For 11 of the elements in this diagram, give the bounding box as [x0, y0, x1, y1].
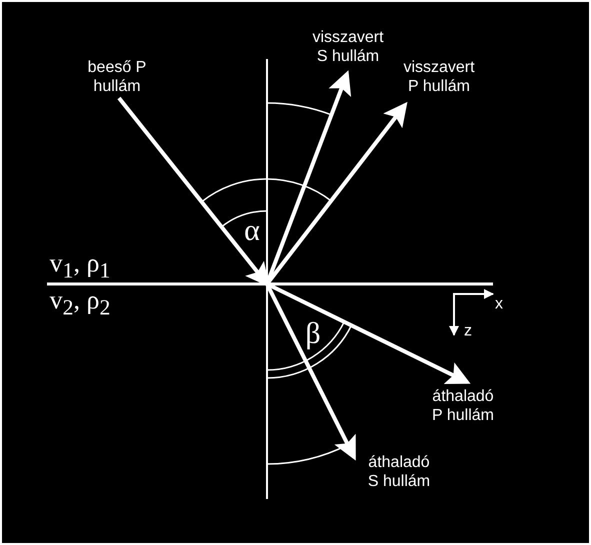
angle-symbol: β: [305, 318, 321, 350]
angle-symbol: α: [244, 215, 260, 247]
medium-parameters: v$_{2}$, ρ$_{2}$: [50, 286, 110, 322]
medium-parameters: v$_{1}$, ρ$_{1}$: [50, 249, 110, 285]
wave-label: visszavert S hullám: [311, 28, 385, 66]
wave-label: áthaladó P hullám: [431, 387, 495, 425]
axis-label: z: [464, 322, 472, 340]
axis-label: x: [495, 294, 503, 314]
wave-label: áthaladó S hullám: [366, 453, 432, 491]
wave-label: beeső P hullám: [86, 58, 148, 96]
wave-label: visszavert P hullám: [402, 58, 476, 96]
